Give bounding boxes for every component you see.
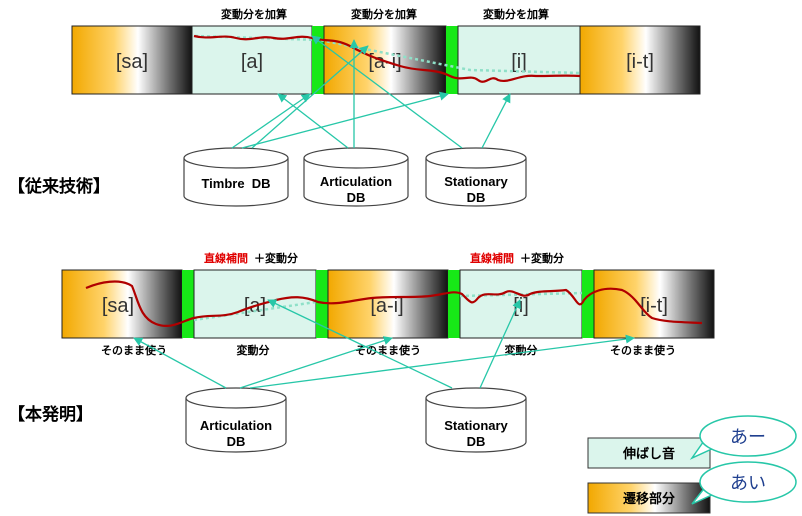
top-arrow-artic-a [277,93,349,149]
bottom-label-i-t: [i-t] [640,295,668,317]
top-db-articulation-label-1: Articulation [320,174,392,189]
bottom-db-articulation: Articulation DB [185,387,287,453]
top-db-timbre: Timbre DB [183,147,289,207]
bottom-note-red-2: 直線補間 [470,251,514,265]
bottom-caption-2: 変動分 [237,343,270,357]
bottom-note-red-1: 直線補間 [204,251,248,265]
bottom-note-suffix-1: ＋変動分 [254,251,298,265]
bottom-caption-3: そのまま使う [355,343,421,357]
top-note-1: 変動分を加算 [221,7,287,21]
bottom-boundary-1 [182,270,194,338]
top-arrow-timbre-a [231,93,311,149]
legend-stationary-label: 伸ばし音 [622,446,675,462]
bottom-db-articulation-label-1: Articulation [200,418,272,433]
bottom-db-articulation-label-2: DB [227,434,246,449]
bottom-segment-i-t [593,269,715,339]
top-db-stationary: Stationary DB [425,147,527,207]
top-arrow-stat-i [481,93,511,149]
top-db-articulation-label-2: DB [347,190,366,205]
top-boundary-2 [446,26,458,94]
bottom-segment-i [459,269,583,339]
bottom-arrow-artic-ai [239,336,393,389]
top-heading: 【従来技術】 [8,176,110,197]
top-arrow-stat-a [311,35,463,149]
top-note-3: 変動分を加算 [483,7,549,21]
top-boundary-1 [312,26,324,94]
bottom-db-stationary-label-1: Stationary [444,418,508,433]
bottom-arrow-artic-sa [133,337,227,389]
bottom-waveform-bar: [sa] [a] [a-i] [i] [i-t] 直線補間 ＋変動分 直線補間 … [61,251,715,357]
speech-bubble-stationary-text: あー [730,427,766,448]
bottom-caption-5: そのまま使う [610,343,676,357]
bottom-db-stationary-label-2: DB [467,434,486,449]
bottom-heading: 【本発明】 [8,404,93,425]
top-arrow-timbre-ai [241,91,449,149]
top-db-stationary-label-1: Stationary [444,174,508,189]
bottom-arrows [133,299,635,389]
legend: 伸ばし音 遷移部分 あー あい [587,415,797,514]
top-pitch-curve [193,34,581,83]
bottom-label-sa: [sa] [102,295,134,317]
bottom-segment-a-i [327,269,449,339]
bottom-note-suffix-2: ＋変動分 [520,251,564,265]
bottom-label-a-i: [a-i] [370,295,403,317]
top-db-timbre-label: Timbre DB [201,176,270,191]
top-label-a: [a] [241,51,263,73]
bottom-caption-4: 変動分 [505,343,538,357]
top-segment-i [457,25,581,95]
bottom-arrow-stat-a [267,299,453,389]
legend-transition-label: 遷移部分 [623,491,675,507]
speech-bubble-transition: あい [691,461,797,505]
bottom-label-i: [i] [513,295,529,317]
bottom-pitch-curve [85,280,703,327]
legend-transition-swatch [587,482,711,514]
bottom-arrow-artic-it [249,334,635,389]
top-label-i: [i] [511,51,527,73]
speech-bubble-stationary: あー [689,415,797,460]
top-note-2: 変動分を加算 [351,7,417,21]
bottom-db-stationary: Stationary DB [425,387,527,453]
top-segment-i-t [579,25,701,95]
top-db-articulation: Articulation DB [303,147,409,207]
top-label-i-t: [i-t] [626,51,654,73]
top-arrows [231,35,511,149]
bottom-arrow-stat-i [479,299,521,389]
top-waveform-bar: [sa] [a] [a-i] [i] [i-t] 変動分を加算 変動分を加算 変… [71,7,701,95]
top-segment-sa [71,25,193,95]
bottom-dotted-guide-1 [193,300,317,322]
legend-stationary-swatch [587,437,711,469]
bottom-boundary-4 [582,270,594,338]
bottom-boundary-3 [448,270,460,338]
top-label-sa: [sa] [116,51,148,73]
top-db-stationary-label-2: DB [467,190,486,205]
bottom-boundary-2 [316,270,328,338]
speech-bubble-transition-text: あい [730,473,766,494]
